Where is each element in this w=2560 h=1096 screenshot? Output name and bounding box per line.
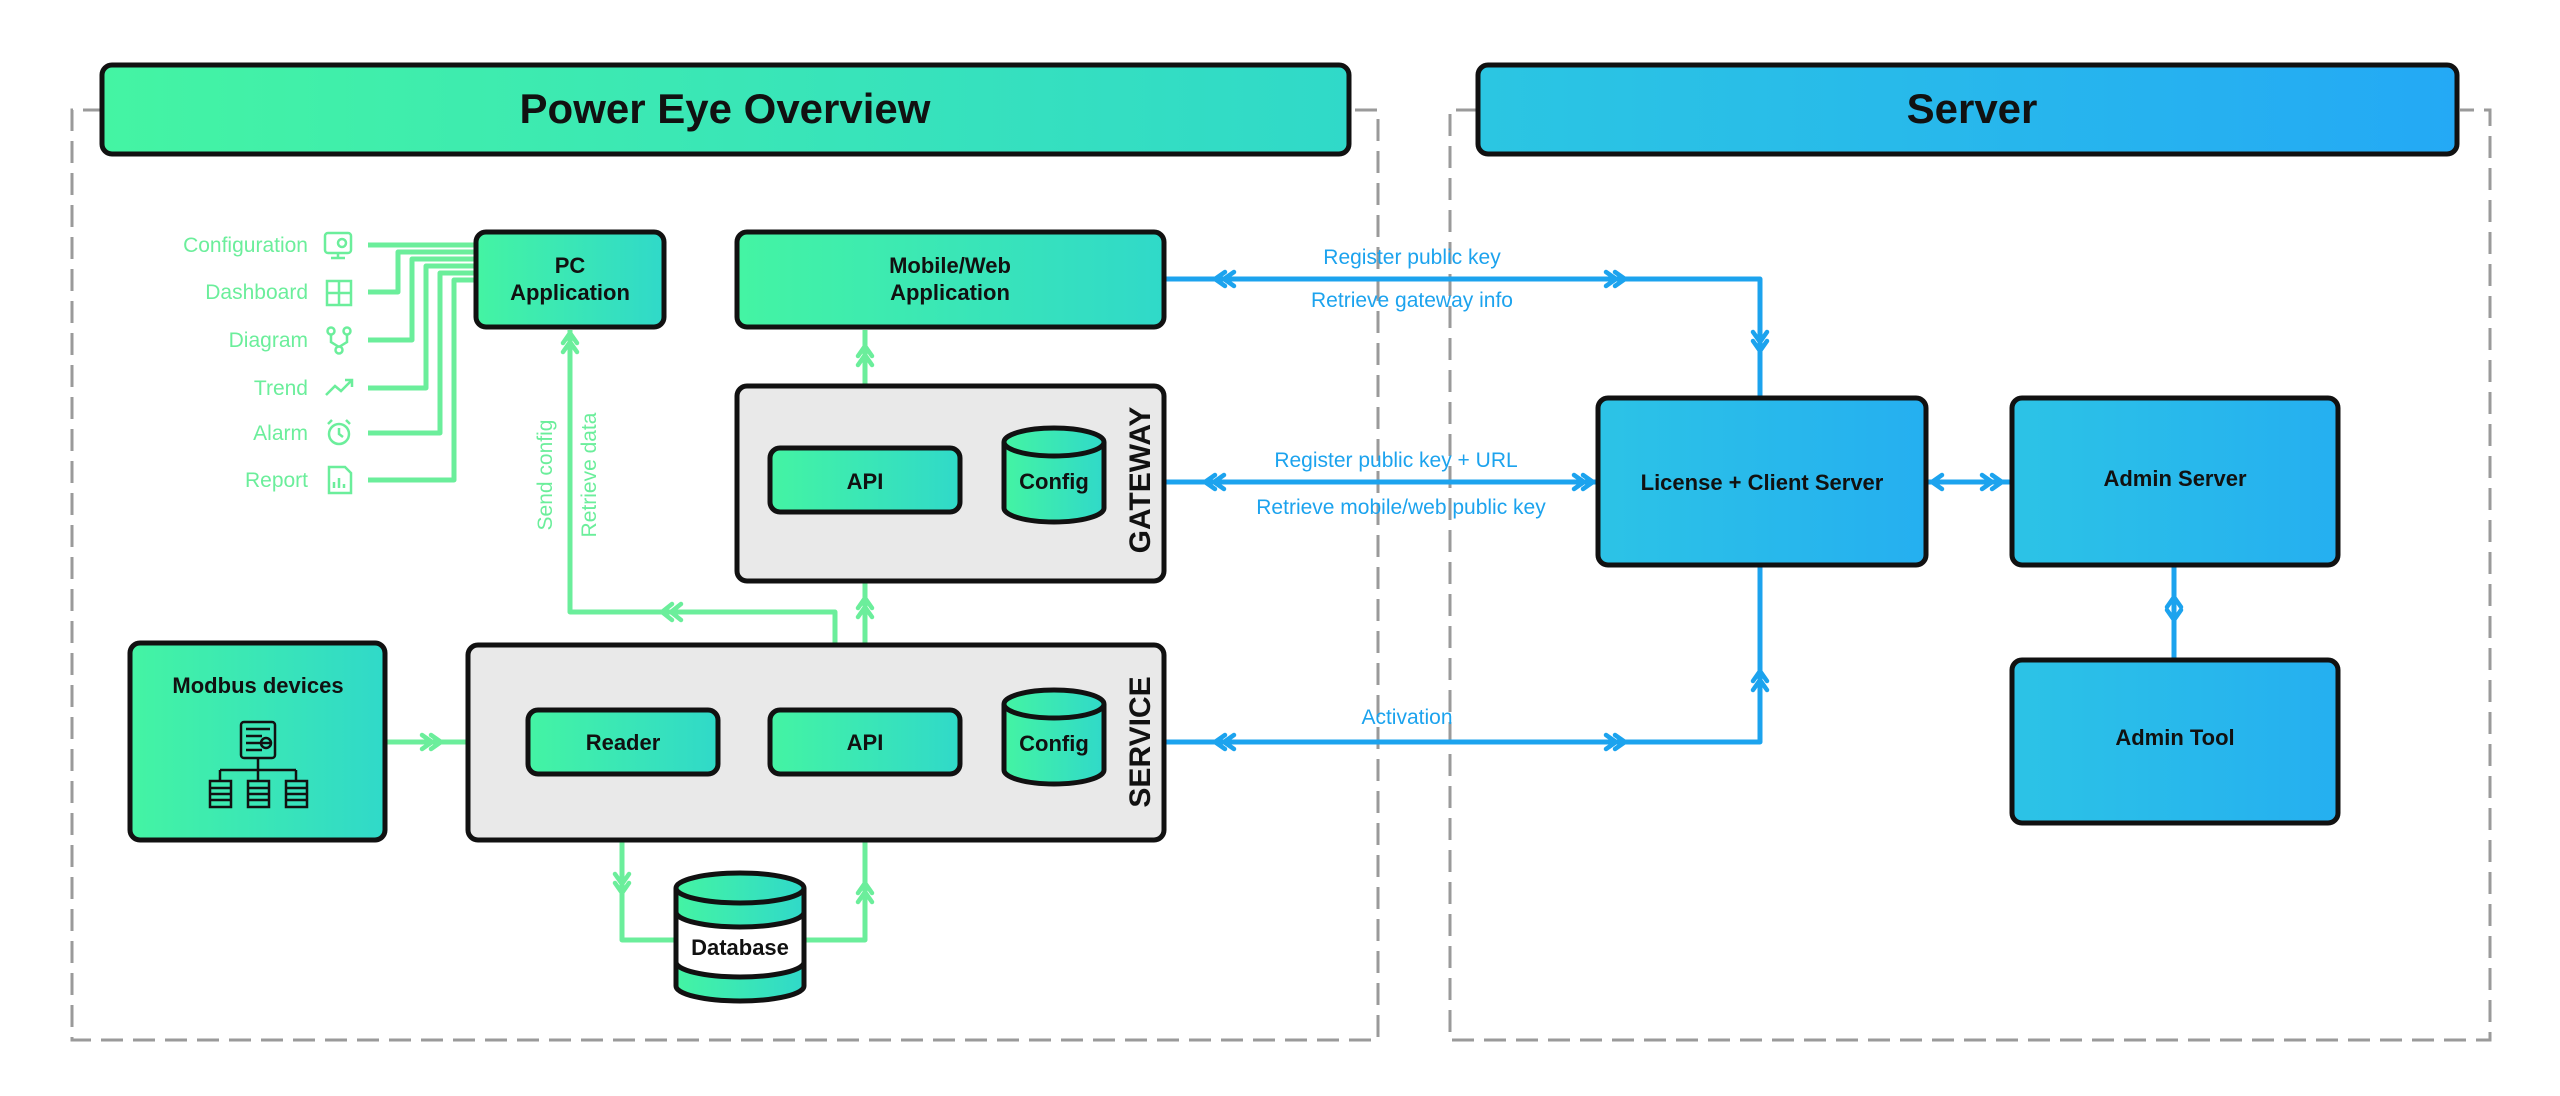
service-label: SERVICE: [1124, 676, 1157, 807]
retrieve-mobile-key-label: Retrieve mobile/web public key: [1256, 496, 1546, 519]
gateway-config-cylinder: Config: [1001, 425, 1107, 525]
svg-text:Admin Server: Admin Server: [2103, 466, 2246, 491]
svg-text:PC: PC: [555, 253, 586, 278]
feature-diagram-label: Diagram: [229, 329, 308, 352]
retrieve-data-label: Retrieve data: [578, 412, 601, 537]
mobile-web-application-node: Mobile/Web Application: [734, 229, 1167, 330]
connector-diagram: [368, 256, 476, 343]
connector-alarm: [368, 270, 476, 436]
feature-report-label: Report: [245, 469, 308, 492]
register-key-label: Register public key: [1323, 246, 1501, 269]
pc-feature-icons: [323, 231, 354, 495]
blue-edge-labels: Register public key Retrieve gateway inf…: [1256, 246, 1546, 729]
svg-text:Config: Config: [1019, 731, 1089, 756]
green-arrowheads: [419, 330, 993, 905]
service-panel: SERVICE Reader API Config: [465, 642, 1167, 843]
connector-pc-service: [567, 330, 838, 645]
connector-mobile-license: [1164, 276, 1763, 398]
feature-trend-label: Trend: [254, 377, 308, 400]
connector-report: [368, 277, 476, 483]
pc-application-node: PC Application: [473, 229, 667, 330]
svg-text:Config: Config: [1019, 469, 1089, 494]
connector-service-license: [1164, 565, 1763, 745]
gateway-label: GATEWAY: [1124, 407, 1157, 554]
blue-connectors: [1164, 276, 2177, 745]
register-key-url-label: Register public key + URL: [1274, 449, 1517, 472]
right-section-title: Server: [1907, 85, 2038, 132]
feature-alarm-label: Alarm: [253, 422, 308, 445]
feature-dashboard-label: Dashboard: [205, 281, 308, 304]
gateway-api-box: [767, 445, 963, 515]
connector-trend: [368, 263, 476, 391]
admin-tool-node: Admin Tool: [2009, 657, 2341, 826]
license-client-server-node: License + Client Server: [1595, 395, 1929, 568]
report-icon: [327, 465, 353, 495]
trend-icon: [325, 378, 354, 396]
service-api-box: [767, 707, 963, 777]
svg-text:Application: Application: [510, 280, 630, 305]
network-devices-icon: [208, 720, 309, 809]
send-config-label: Send config: [534, 420, 557, 531]
connector-dashboard: [368, 249, 476, 295]
service-config-cylinder: Config: [1001, 687, 1107, 787]
diagram-icon: [326, 326, 352, 355]
svg-text:Application: Application: [890, 280, 1010, 305]
svg-text:Mobile/Web: Mobile/Web: [889, 253, 1011, 278]
service-reader-box: [525, 707, 721, 777]
svg-text:Admin Tool: Admin Tool: [2115, 725, 2234, 750]
activation-label: Activation: [1361, 706, 1452, 729]
admin-server-node: Admin Server: [2009, 395, 2341, 568]
svg-text:Database: Database: [691, 935, 789, 960]
service-reader-label: Reader: [586, 730, 661, 755]
left-title-bar: [99, 62, 1352, 157]
retrieve-gateway-label: Retrieve gateway info: [1311, 289, 1513, 312]
dashboard-icon: [325, 279, 353, 307]
modbus-devices-node: Modbus devices: [127, 640, 388, 843]
alarm-icon: [327, 419, 351, 446]
right-section-frame: [1448, 108, 2492, 1042]
svg-text:License + Client Server: License + Client Server: [1641, 470, 1884, 495]
gateway-api-label: API: [847, 469, 884, 494]
configuration-icon: [323, 231, 353, 260]
pc-feature-list: Configuration Dashboard Diagram Trend Al…: [183, 234, 308, 492]
blue-arrowheads: [1202, 269, 2184, 752]
feature-configuration-label: Configuration: [183, 234, 308, 257]
svg-text:Modbus devices: Modbus devices: [172, 673, 343, 698]
right-title-bar: [1475, 62, 2460, 157]
left-section-frame: [70, 108, 1380, 1042]
service-api-label: API: [847, 730, 884, 755]
gateway-panel: GATEWAY API Config: [734, 383, 1167, 584]
left-section-title: Power Eye Overview: [520, 85, 931, 132]
database-node: Database: [673, 870, 807, 1004]
